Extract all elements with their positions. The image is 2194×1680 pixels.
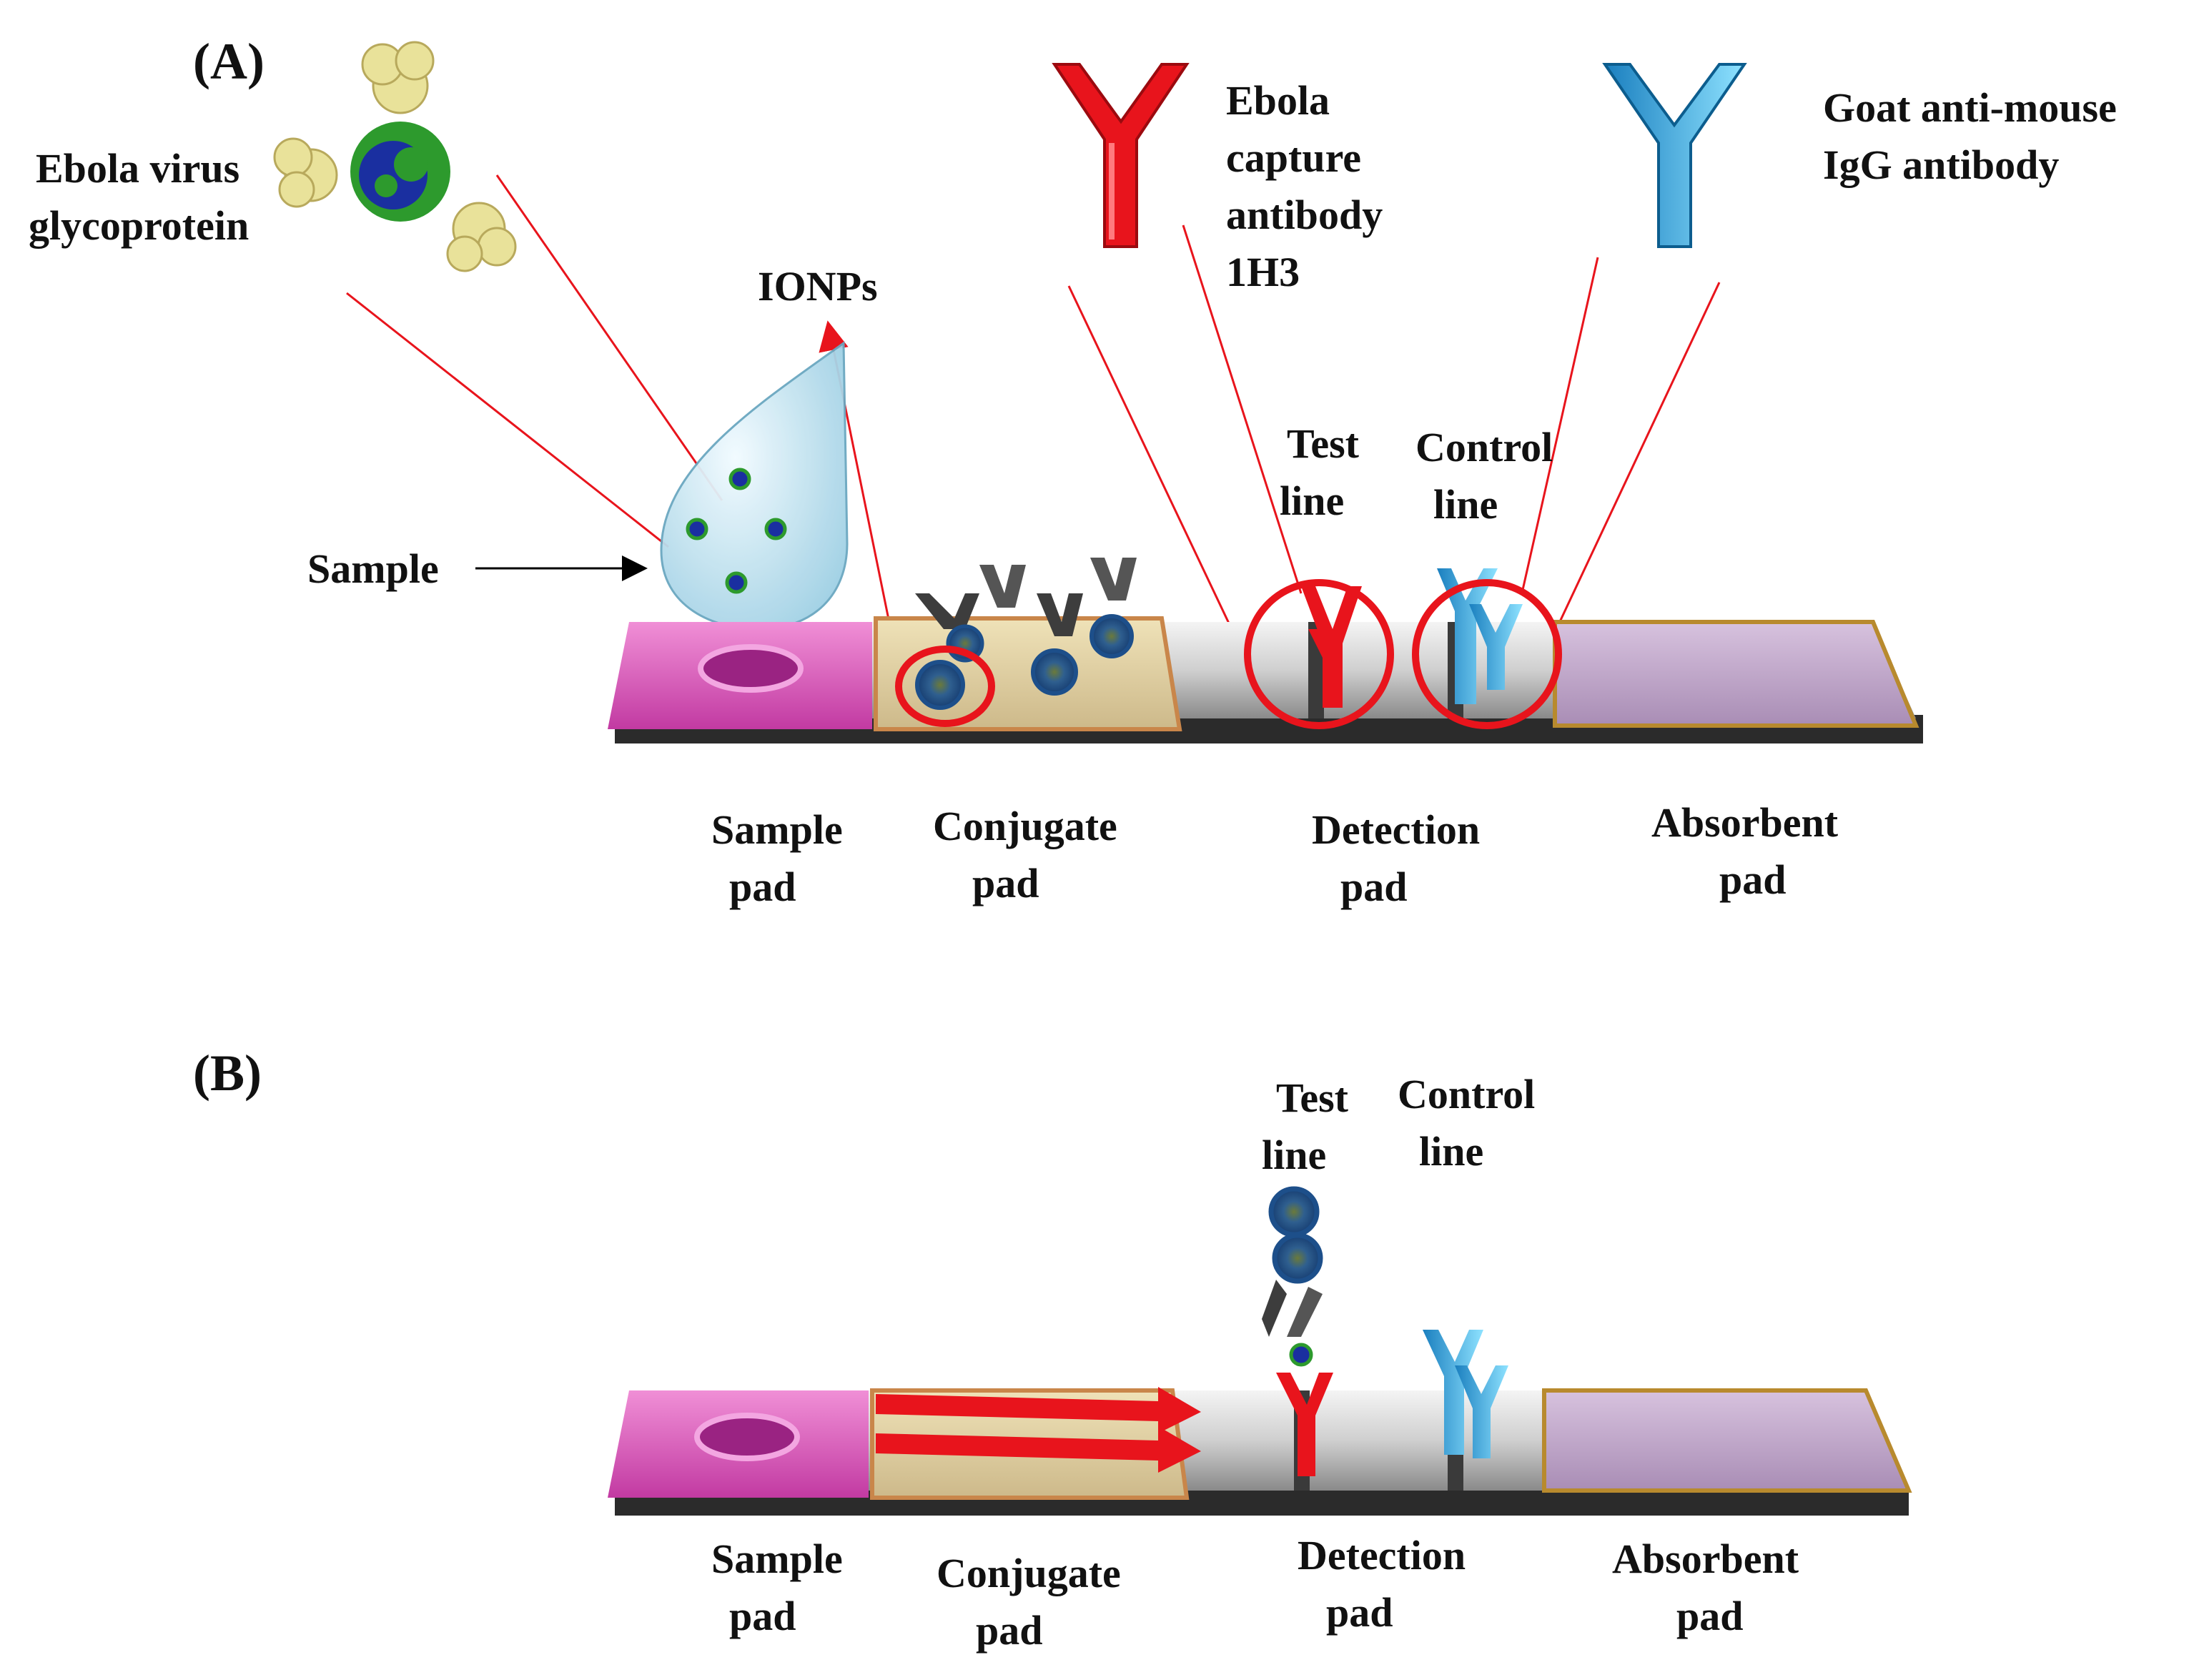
test-line-complex-icon — [1262, 1186, 1333, 1476]
absorbent-pad — [1553, 620, 1919, 728]
absorbent-pad — [1542, 1388, 1912, 1493]
control-line-antibody-icon — [1437, 568, 1523, 704]
goat-ab-label-1: Goat anti-mouse — [1823, 84, 2117, 131]
capture-ab-label-2: capture — [1226, 134, 1361, 181]
panel-b-label: (B) — [193, 1044, 262, 1102]
test-line-label-2: line — [1262, 1132, 1326, 1178]
conjugate-pad-label-1: Conjugate — [933, 803, 1117, 849]
flow-arrows — [876, 1387, 1201, 1473]
control-line-label-2: line — [1419, 1128, 1483, 1175]
pointer-lines-a — [346, 174, 1721, 662]
lfa-strip-a — [608, 558, 1923, 743]
highlight-circles — [895, 579, 1562, 729]
absorbent-pad-label-1: Absorbent — [1651, 799, 1839, 846]
capture-ab-label-3: antibody — [1226, 192, 1383, 238]
lfa-strip-b — [608, 1186, 1912, 1516]
detection-pad-label-2: pad — [1326, 1589, 1393, 1636]
conjugate-pad-label-2: pad — [972, 860, 1039, 906]
goat-ab-label-2: IgG antibody — [1823, 142, 2059, 188]
test-line-label-1: Test — [1276, 1074, 1349, 1121]
panel-a-label: (A) — [193, 33, 265, 90]
sample-pad-label-1: Sample — [711, 806, 843, 853]
control-line-antibody-icon — [1423, 1330, 1508, 1458]
absorbent-pad-label-1: Absorbent — [1612, 1536, 1799, 1582]
sample-well — [694, 1413, 800, 1461]
detection-pad-label-2: pad — [1340, 864, 1408, 910]
sample-pad-label-1: Sample — [711, 1536, 843, 1582]
sample-pad-label-2: pad — [729, 1593, 796, 1639]
capture-ab-label-4: 1H3 — [1226, 249, 1300, 295]
test-line-antibody-icon — [1301, 586, 1362, 708]
panel-b: (B) — [193, 1044, 1912, 1654]
ebola-glycoprotein-icon — [273, 41, 517, 272]
detection-pad-label-1: Detection — [1312, 806, 1480, 853]
absorbent-pad-label-2: pad — [1676, 1593, 1744, 1639]
ebola-gp-label-2: glycoprotein — [29, 202, 249, 249]
sample-well — [698, 644, 804, 693]
sample-pad-label-2: pad — [729, 864, 796, 910]
control-line-label-2: line — [1433, 481, 1498, 528]
test-line-label-1: Test — [1287, 420, 1360, 467]
conjugate-pad-label-1: Conjugate — [937, 1550, 1121, 1596]
virus-particle-icon — [686, 468, 787, 594]
sample-label: Sample — [307, 545, 439, 592]
detection-pad-label-1: Detection — [1298, 1532, 1466, 1578]
goat-antibody-icon — [1602, 63, 1747, 248]
sample-droplet — [660, 341, 849, 631]
capture-antibody-icon — [1052, 63, 1190, 248]
test-line-label-2: line — [1280, 478, 1344, 524]
panel-a: (A) Ebola virus glycoprotein IONPs Ebola… — [29, 33, 2117, 910]
absorbent-pad-label-2: pad — [1719, 856, 1787, 903]
control-line-label-1: Control — [1398, 1071, 1535, 1117]
conjugate-pad-label-2: pad — [976, 1607, 1043, 1654]
capture-ab-label-1: Ebola — [1226, 77, 1330, 124]
ionp-conjugate-icons — [915, 558, 1137, 710]
ebola-gp-label-1: Ebola virus — [36, 145, 239, 192]
control-line-label-1: Control — [1415, 424, 1553, 470]
ionps-label: IONPs — [758, 263, 878, 310]
